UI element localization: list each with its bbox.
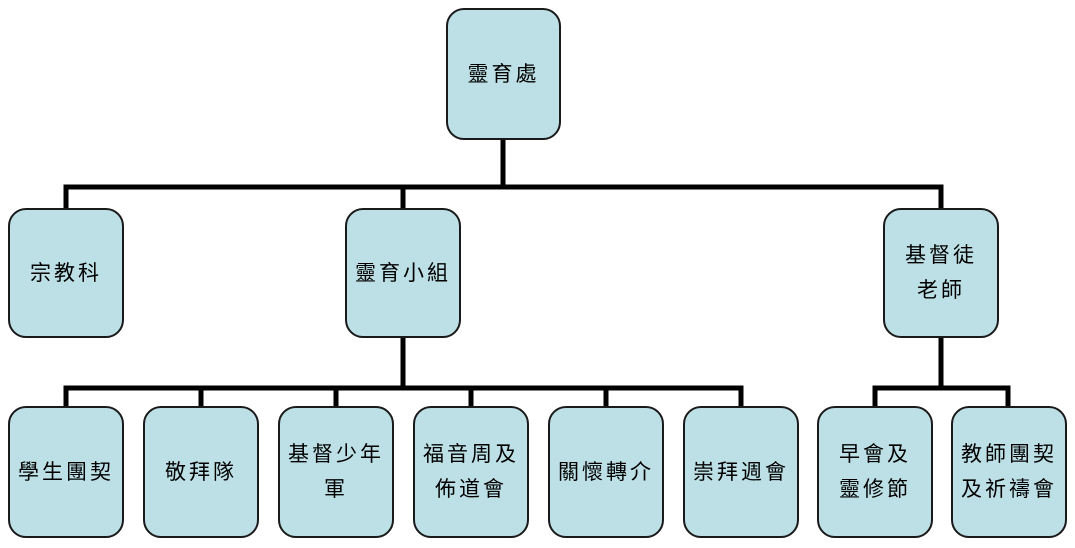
- node-label: 敬拜隊: [165, 459, 237, 484]
- node-label: 教師團契: [961, 442, 1057, 467]
- node-label: 老師: [917, 278, 965, 302]
- node-label: 宗教科: [30, 260, 102, 285]
- node-lingyuchu: 靈育處: [446, 8, 561, 140]
- node-label: 基督少年: [288, 442, 384, 467]
- node-guanhuai-zhuanjie: 關懷轉介: [548, 406, 664, 538]
- node-label: 福音周及: [423, 442, 519, 467]
- node-zongjiaoke: 宗教科: [8, 208, 124, 338]
- node-label: 佈道會: [435, 477, 507, 501]
- node-label: 靈育小組: [355, 260, 451, 285]
- node-xuesheng-tuanqi: 學生團契: [8, 406, 124, 538]
- node-jiaoshi-tuanqi: 教師團契 及祈禱會: [951, 406, 1067, 538]
- node-label: 軍: [324, 477, 348, 501]
- node-label: 崇拜週會: [693, 459, 789, 484]
- node-label: 靈修節: [839, 477, 911, 501]
- node-lingyu-xiaozu: 靈育小組: [345, 208, 461, 338]
- node-chongbai-zhouhui: 崇拜週會: [683, 406, 799, 538]
- node-label: 及祈禱會: [961, 477, 1057, 501]
- node-label: 學生團契: [18, 459, 114, 484]
- node-fuyinzhou: 福音周及 佈道會: [413, 406, 529, 538]
- node-label: 早會及: [839, 442, 911, 467]
- node-jidu-shaonianjun: 基督少年 軍: [278, 406, 394, 538]
- node-label: 關懷轉介: [558, 459, 654, 484]
- node-zaohui-lingxiujie: 早會及 靈修節: [817, 406, 933, 538]
- node-label: 基督徒: [905, 243, 977, 268]
- node-label: 靈育處: [467, 61, 540, 86]
- node-jingbaidui: 敬拜隊: [143, 406, 259, 538]
- node-jidutu-laoshi: 基督徒 老師: [883, 208, 999, 338]
